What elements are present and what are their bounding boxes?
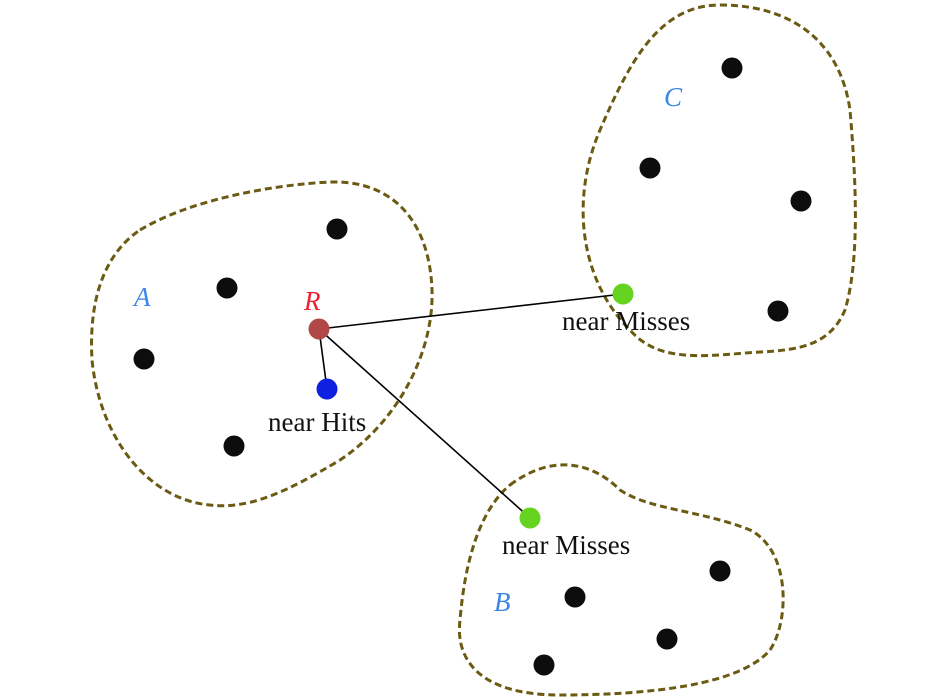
edge-r-near-miss-b xyxy=(318,328,531,519)
reference-point-r xyxy=(308,318,330,340)
data-point-b3 xyxy=(656,628,678,650)
data-point-c4 xyxy=(767,300,789,322)
near-misses-label-b: near Misses xyxy=(502,530,630,560)
data-point-c1 xyxy=(721,57,743,79)
cluster-c-region xyxy=(581,3,857,358)
cluster-a-region xyxy=(90,180,434,508)
near-miss-point-b xyxy=(519,507,541,529)
cluster-b-region xyxy=(457,463,785,697)
data-point-a4 xyxy=(223,435,245,457)
data-point-b2 xyxy=(564,586,586,608)
cluster-b-label: B xyxy=(494,587,511,617)
reference-label: R xyxy=(303,286,321,316)
near-hits-label: near Hits xyxy=(268,407,366,437)
near-misses-label-c: near Misses xyxy=(562,306,690,336)
near-hit-point xyxy=(316,378,338,400)
edge-r-near-miss-c xyxy=(318,293,624,330)
data-point-a1 xyxy=(326,218,348,240)
data-point-b4 xyxy=(533,654,555,676)
cluster-a-label: A xyxy=(132,282,151,312)
data-point-c2 xyxy=(639,157,661,179)
data-point-a3 xyxy=(133,348,155,370)
data-point-c3 xyxy=(790,190,812,212)
cluster-c-label: C xyxy=(664,82,683,112)
data-point-b1 xyxy=(709,560,731,582)
near-miss-point-c xyxy=(612,283,634,305)
data-point-a2 xyxy=(216,277,238,299)
